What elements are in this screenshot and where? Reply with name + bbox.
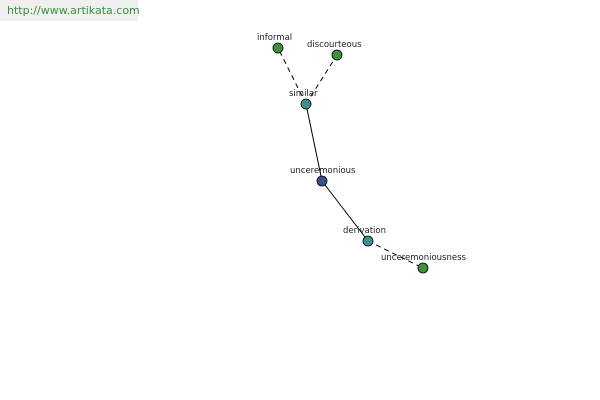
edge-derivation-unceremoniousness: [367, 240, 424, 269]
edge-unceremonious-similar: [305, 103, 323, 182]
node-label-unceremonious[interactable]: unceremonious: [290, 166, 356, 176]
graph-edges: [277, 47, 424, 269]
node-circle-similar[interactable]: [300, 98, 312, 110]
node-circle-derivation[interactable]: [362, 235, 374, 247]
node-label-unceremoniousness[interactable]: unceremoniousness: [381, 253, 467, 263]
node-circle-discourteous[interactable]: [331, 49, 343, 61]
node-label-discourteous[interactable]: discourteous: [307, 40, 362, 50]
node-informal[interactable]: informal: [257, 33, 292, 54]
node-unceremonious[interactable]: unceremonious: [290, 166, 356, 187]
node-circle-unceremonious[interactable]: [316, 175, 328, 187]
node-circle-informal[interactable]: [272, 42, 284, 54]
node-unceremoniousness[interactable]: unceremoniousness: [381, 253, 467, 274]
edge-unceremonious-derivation: [321, 180, 369, 242]
graph-nodes: unceremonious similar derivation informal di…: [257, 33, 467, 274]
site-url-link[interactable]: http://www.artikata.com: [7, 4, 140, 17]
node-derivation[interactable]: derivation: [343, 226, 386, 247]
node-circle-unceremoniousness[interactable]: [417, 262, 429, 274]
url-bar: http://www.artikata.com: [0, 0, 140, 21]
node-label-derivation[interactable]: derivation: [343, 226, 386, 236]
node-label-similar[interactable]: similar: [289, 89, 318, 99]
node-similar[interactable]: similar: [289, 89, 318, 110]
edge-similar-discourteous: [305, 54, 338, 105]
node-discourteous[interactable]: discourteous: [307, 40, 362, 61]
node-label-informal[interactable]: informal: [257, 33, 292, 43]
edge-similar-informal: [277, 47, 307, 105]
